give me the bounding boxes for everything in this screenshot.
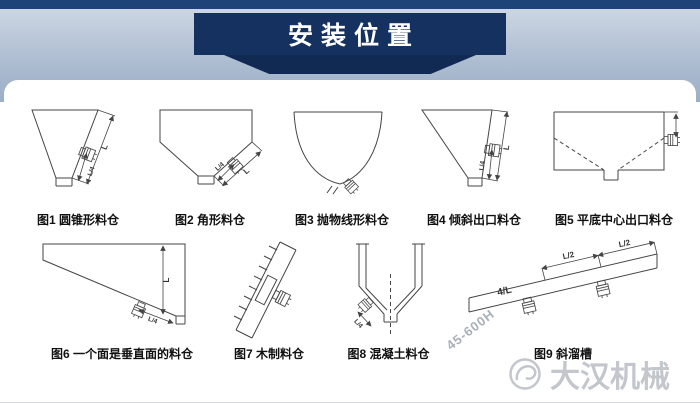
dim-label: L	[502, 144, 512, 150]
watermark-brand-text: 大汉机械	[550, 361, 670, 394]
figure-5-drawing	[553, 111, 681, 181]
vibrator-motor-icon	[594, 279, 611, 300]
figure-row-2: L L/4 图6 一个面是垂直面的料仓	[4, 238, 696, 362]
figure-row-1: L L/4 图1 圆锥形料仓	[4, 104, 696, 228]
figure-7-caption: 图7 木制料仓	[233, 347, 304, 361]
dim-label: L	[241, 166, 251, 176]
vibrator-motor-icon	[341, 177, 361, 196]
watermark-brand: 大汉机械	[507, 352, 670, 396]
vibrator-motor-icon	[483, 142, 504, 158]
figure-6-caption: 图6 一个面是垂直面的料仓	[50, 347, 193, 361]
chute-outline	[235, 241, 296, 339]
banner-ribbon-tail	[224, 55, 476, 74]
title-banner: 安装位置	[194, 13, 506, 55]
vibrator-motor-icon	[355, 295, 375, 315]
vibrator-motor-icon	[663, 133, 681, 147]
figure-6: L L/4 图6 一个面是垂直面的料仓	[35, 238, 210, 362]
mounting-channel	[254, 274, 277, 306]
bin-outline	[293, 111, 383, 185]
dim-label: L/4	[214, 161, 226, 173]
figure-6-drawing: L L/4	[42, 243, 185, 326]
figure-2-caption: 图2 角形料仓	[174, 213, 245, 227]
figure-1-drawing: L L/4	[31, 109, 116, 187]
figure-4-drawing: L L/4	[421, 109, 512, 187]
dim-label: L	[100, 143, 110, 151]
page-title: 安装位置	[287, 22, 420, 50]
dim-label: L/2	[617, 238, 631, 249]
figure-4: L L/4 图4 倾斜出口料仓	[412, 104, 536, 228]
figure-8: L/4 图8 混凝土料仓	[329, 238, 449, 362]
dim-label: L/2	[561, 250, 575, 261]
figure-9: 4/L L/2 L/2 图9 斜溜槽	[461, 238, 666, 362]
wood-hatching	[233, 245, 277, 321]
figure-7: 图7 木制料仓	[222, 238, 317, 362]
dim-label: L/4	[146, 316, 158, 326]
bin-outline	[421, 109, 493, 187]
vibrator-motor-icon	[225, 155, 246, 177]
figure-1: L L/4 图1 圆锥形料仓	[16, 104, 140, 228]
figure-1-caption: 图1 圆锥形料仓	[36, 213, 119, 227]
dimension-lines	[664, 111, 679, 138]
dimension-lines: L L/4	[478, 109, 512, 182]
figure-9-drawing: 4/L L/2 L/2	[468, 238, 657, 317]
figure-5: 图5 平底中心出口料仓	[544, 104, 684, 228]
dimension-lines: 4/L L/2 L/2	[496, 238, 657, 299]
watermark-logo-icon	[509, 358, 541, 390]
dimension-lines: L L/4	[71, 109, 116, 185]
vibrator-motor-icon	[520, 296, 537, 317]
figure-7-drawing	[233, 241, 296, 339]
hatching	[326, 185, 339, 195]
bin-outline	[42, 243, 185, 325]
figure-5-caption: 图5 平底中心出口料仓	[554, 213, 673, 227]
figure-8-caption: 图8 混凝土料仓	[347, 347, 430, 361]
figure-3-caption: 图3 抛物线形料仓	[294, 213, 389, 227]
content-panel: L L/4 图1 圆锥形料仓	[4, 80, 696, 402]
figure-2: L L/4 图2 角形料仓	[148, 104, 272, 228]
bin-outline	[553, 111, 665, 181]
dim-label: L	[162, 277, 171, 282]
figure-3: 图3 抛物线形料仓	[280, 104, 404, 228]
figure-4-caption: 图4 倾斜出口料仓	[426, 213, 521, 227]
dimension-lines: L L/4	[213, 141, 263, 187]
chute-outline	[468, 253, 657, 313]
dimension-lines: L/4	[352, 311, 371, 330]
figure-9-caption: 图9 斜溜槽	[533, 347, 592, 361]
figure-3-drawing	[293, 111, 383, 196]
internal-hopper-lines	[553, 137, 665, 171]
dim-label: L/4	[478, 160, 486, 171]
vibrator-motor-icon	[270, 287, 293, 309]
dimension-lines: L L/4	[137, 245, 174, 326]
dim-label: 4/L	[496, 285, 513, 299]
figure-8-drawing: L/4	[352, 243, 425, 334]
top-bar	[0, 0, 700, 9]
dim-label: L/4	[352, 318, 364, 330]
figure-2-drawing: L L/4	[159, 109, 263, 187]
dim-label: L/4	[87, 165, 97, 177]
